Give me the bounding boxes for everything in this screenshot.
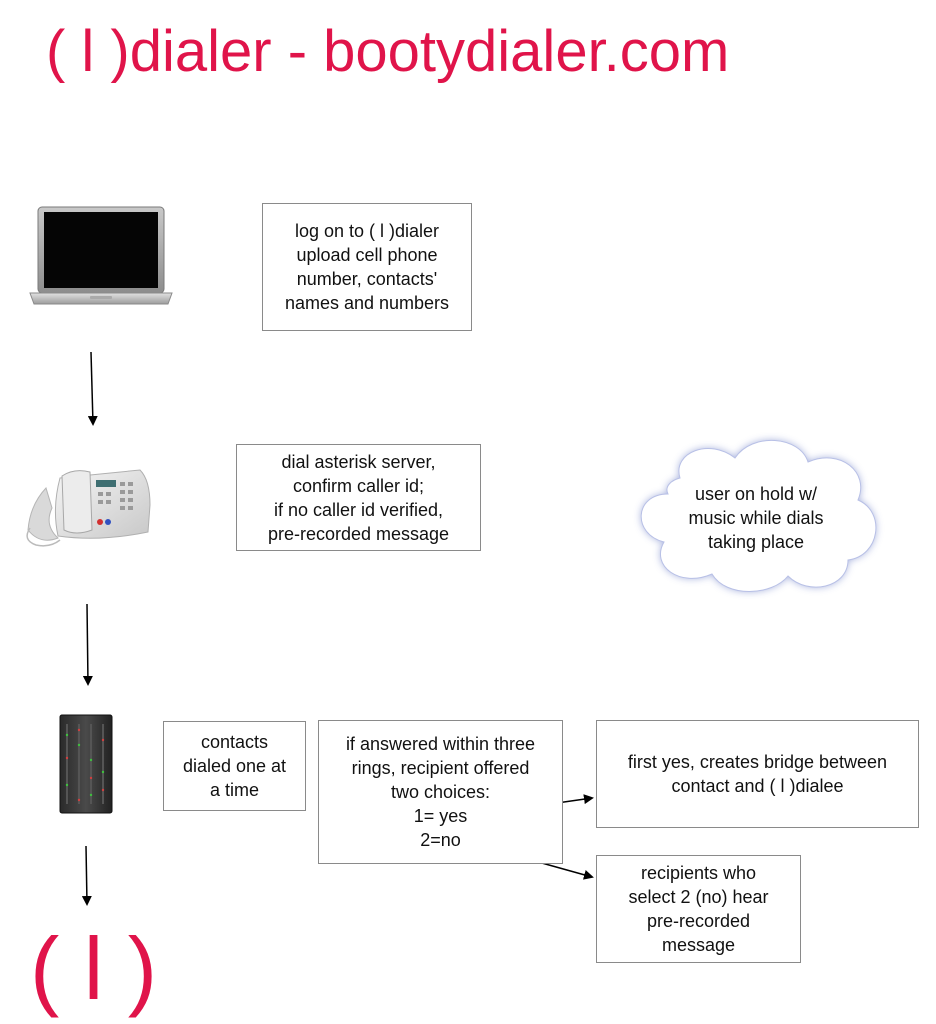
- page-title: ( l )dialer - bootydialer.com: [46, 19, 730, 84]
- no-outcome-box: recipients who select 2 (no) hear pre-re…: [596, 855, 801, 963]
- yes-outcome-box: first yes, creates bridge between contac…: [596, 720, 919, 828]
- answered-step-box: if answered within three rings, recipien…: [318, 720, 563, 864]
- yes-outcome-text: first yes, creates bridge between contac…: [627, 752, 888, 796]
- cloud-text: user on hold w/ music while dials taking…: [688, 484, 824, 552]
- phone-icon: [26, 469, 151, 547]
- cloud-shape: [640, 439, 877, 592]
- contacts-step-box: contacts dialed one at a time: [163, 721, 306, 811]
- arrow-phone-to-server: [82, 603, 93, 686]
- dial-step-text: dial asterisk server, confirm caller id;…: [267, 451, 450, 544]
- no-outcome-text: recipients who select 2 (no) hear pre-re…: [628, 863, 769, 955]
- arrow-laptop-to-phone: [87, 351, 98, 426]
- dialer-logo: ( l ): [30, 919, 158, 1018]
- login-step-box: log on to ( l )dialer upload cell phone …: [262, 203, 472, 331]
- arrow-server-to-logo: [81, 845, 92, 906]
- answered-step-text: if answered within three rings, recipien…: [345, 734, 536, 850]
- laptop-icon: [29, 206, 173, 305]
- login-step-text: log on to ( l )dialer upload cell phone …: [284, 221, 450, 313]
- server-icon: [59, 714, 113, 814]
- dial-step-box: dial asterisk server, confirm caller id;…: [236, 444, 481, 551]
- contacts-step-text: contacts dialed one at a time: [182, 732, 287, 800]
